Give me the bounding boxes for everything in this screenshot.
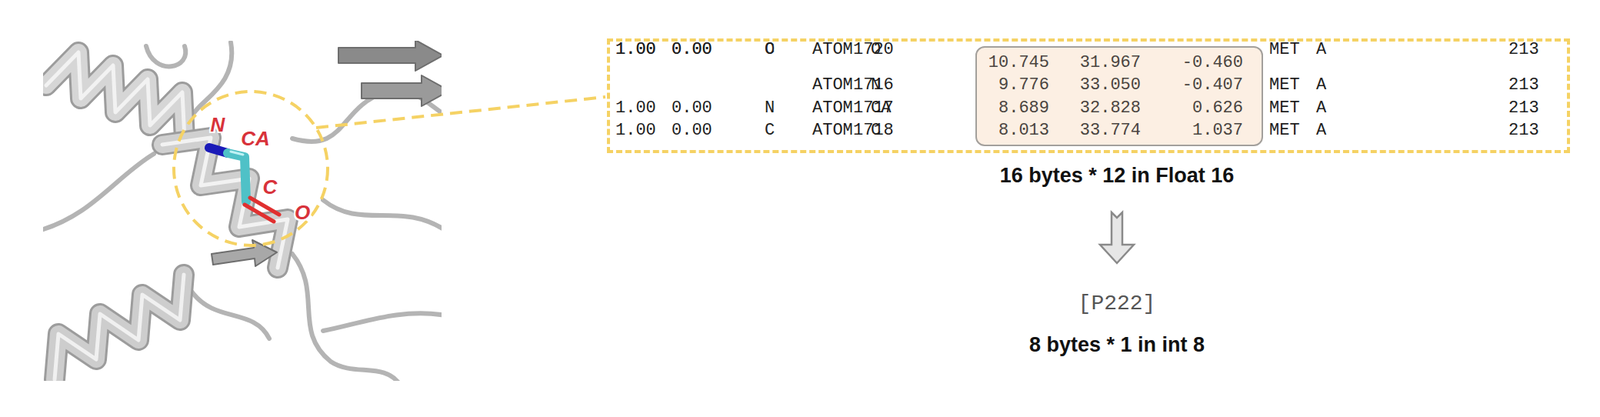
down-arrow [1100,212,1134,264]
coordinate-value: 33.774 [1080,122,1141,140]
pdb-field: MET [1269,122,1300,140]
pdb-field: CA [870,100,891,117]
pdb-field: A [1316,76,1327,94]
pdb-field: 213 [1508,122,1540,140]
pdb-field: A [1316,41,1327,59]
pdb-field: ATOM [812,76,854,94]
pdb-field: 1.00 [615,100,657,117]
pdb-field: ATOM [812,41,854,59]
residue-sticks [209,147,280,222]
pdb-field: N [870,76,881,94]
atom-label: N [210,114,226,135]
pdb-field: 0.00 [671,122,713,140]
pdb-field: A [1316,100,1327,117]
pdb-field: 0.00 [671,100,713,117]
pdb-field: ATOM [812,100,854,117]
protein-helices [46,52,288,380]
pdb-field: 1.00 [615,122,657,140]
pdb-field: MET [1269,41,1300,59]
atom-label: O [294,202,310,223]
pdb-field: 213 [1508,76,1540,94]
pdb-field: 213 [1508,41,1540,59]
coordinate-box: 10.745 31.967 -0.460 9.776 33.050 -0.407 8.689… [975,46,1264,147]
pdb-field: 0.00 [671,41,713,59]
coordinate-value: 10.745 [988,54,1050,72]
coordinate-value: 0.626 [1192,100,1244,117]
pdb-field: N [764,100,775,117]
zoom-circle [173,91,328,246]
pdb-field: MET [1269,100,1300,117]
pdb-field: C [764,122,775,140]
pdb-field: 1.00 [615,41,657,59]
pdb-field: O [764,41,775,59]
zoom-leader [316,96,606,128]
coordinate-value: 8.013 [998,122,1050,140]
pdb-field: A [1316,122,1327,140]
coordinate-value: 9.776 [998,76,1050,94]
pdb-field: O [870,41,881,59]
coordinate-value: -0.460 [1182,54,1244,72]
pdb-field: 213 [1508,100,1540,117]
coordinate-value: 8.689 [998,100,1050,117]
size-caption: 8 bytes * 1 in int 8 [1029,334,1205,356]
coordinate-value: 33.050 [1080,76,1141,94]
atom-label: C [263,176,278,197]
coordinate-value: -0.407 [1182,76,1244,94]
protein-cartoon [43,40,442,381]
coordinate-value: 32.828 [1080,100,1141,117]
pdb-field: C [870,122,881,140]
coordinate-value: 1.037 [1192,122,1244,140]
token-text: [P222] [1078,293,1157,315]
pdb-field: MET [1269,76,1300,94]
pdb-field: ATOM [812,122,854,140]
pdb-record-box: 10.745 31.967 -0.460 9.776 33.050 -0.407 8.689… [606,38,1570,154]
size-caption: 16 bytes * 12 in Float 16 [1000,165,1235,187]
coordinate-value: 31.967 [1080,54,1141,72]
atom-label: CA [240,128,270,149]
